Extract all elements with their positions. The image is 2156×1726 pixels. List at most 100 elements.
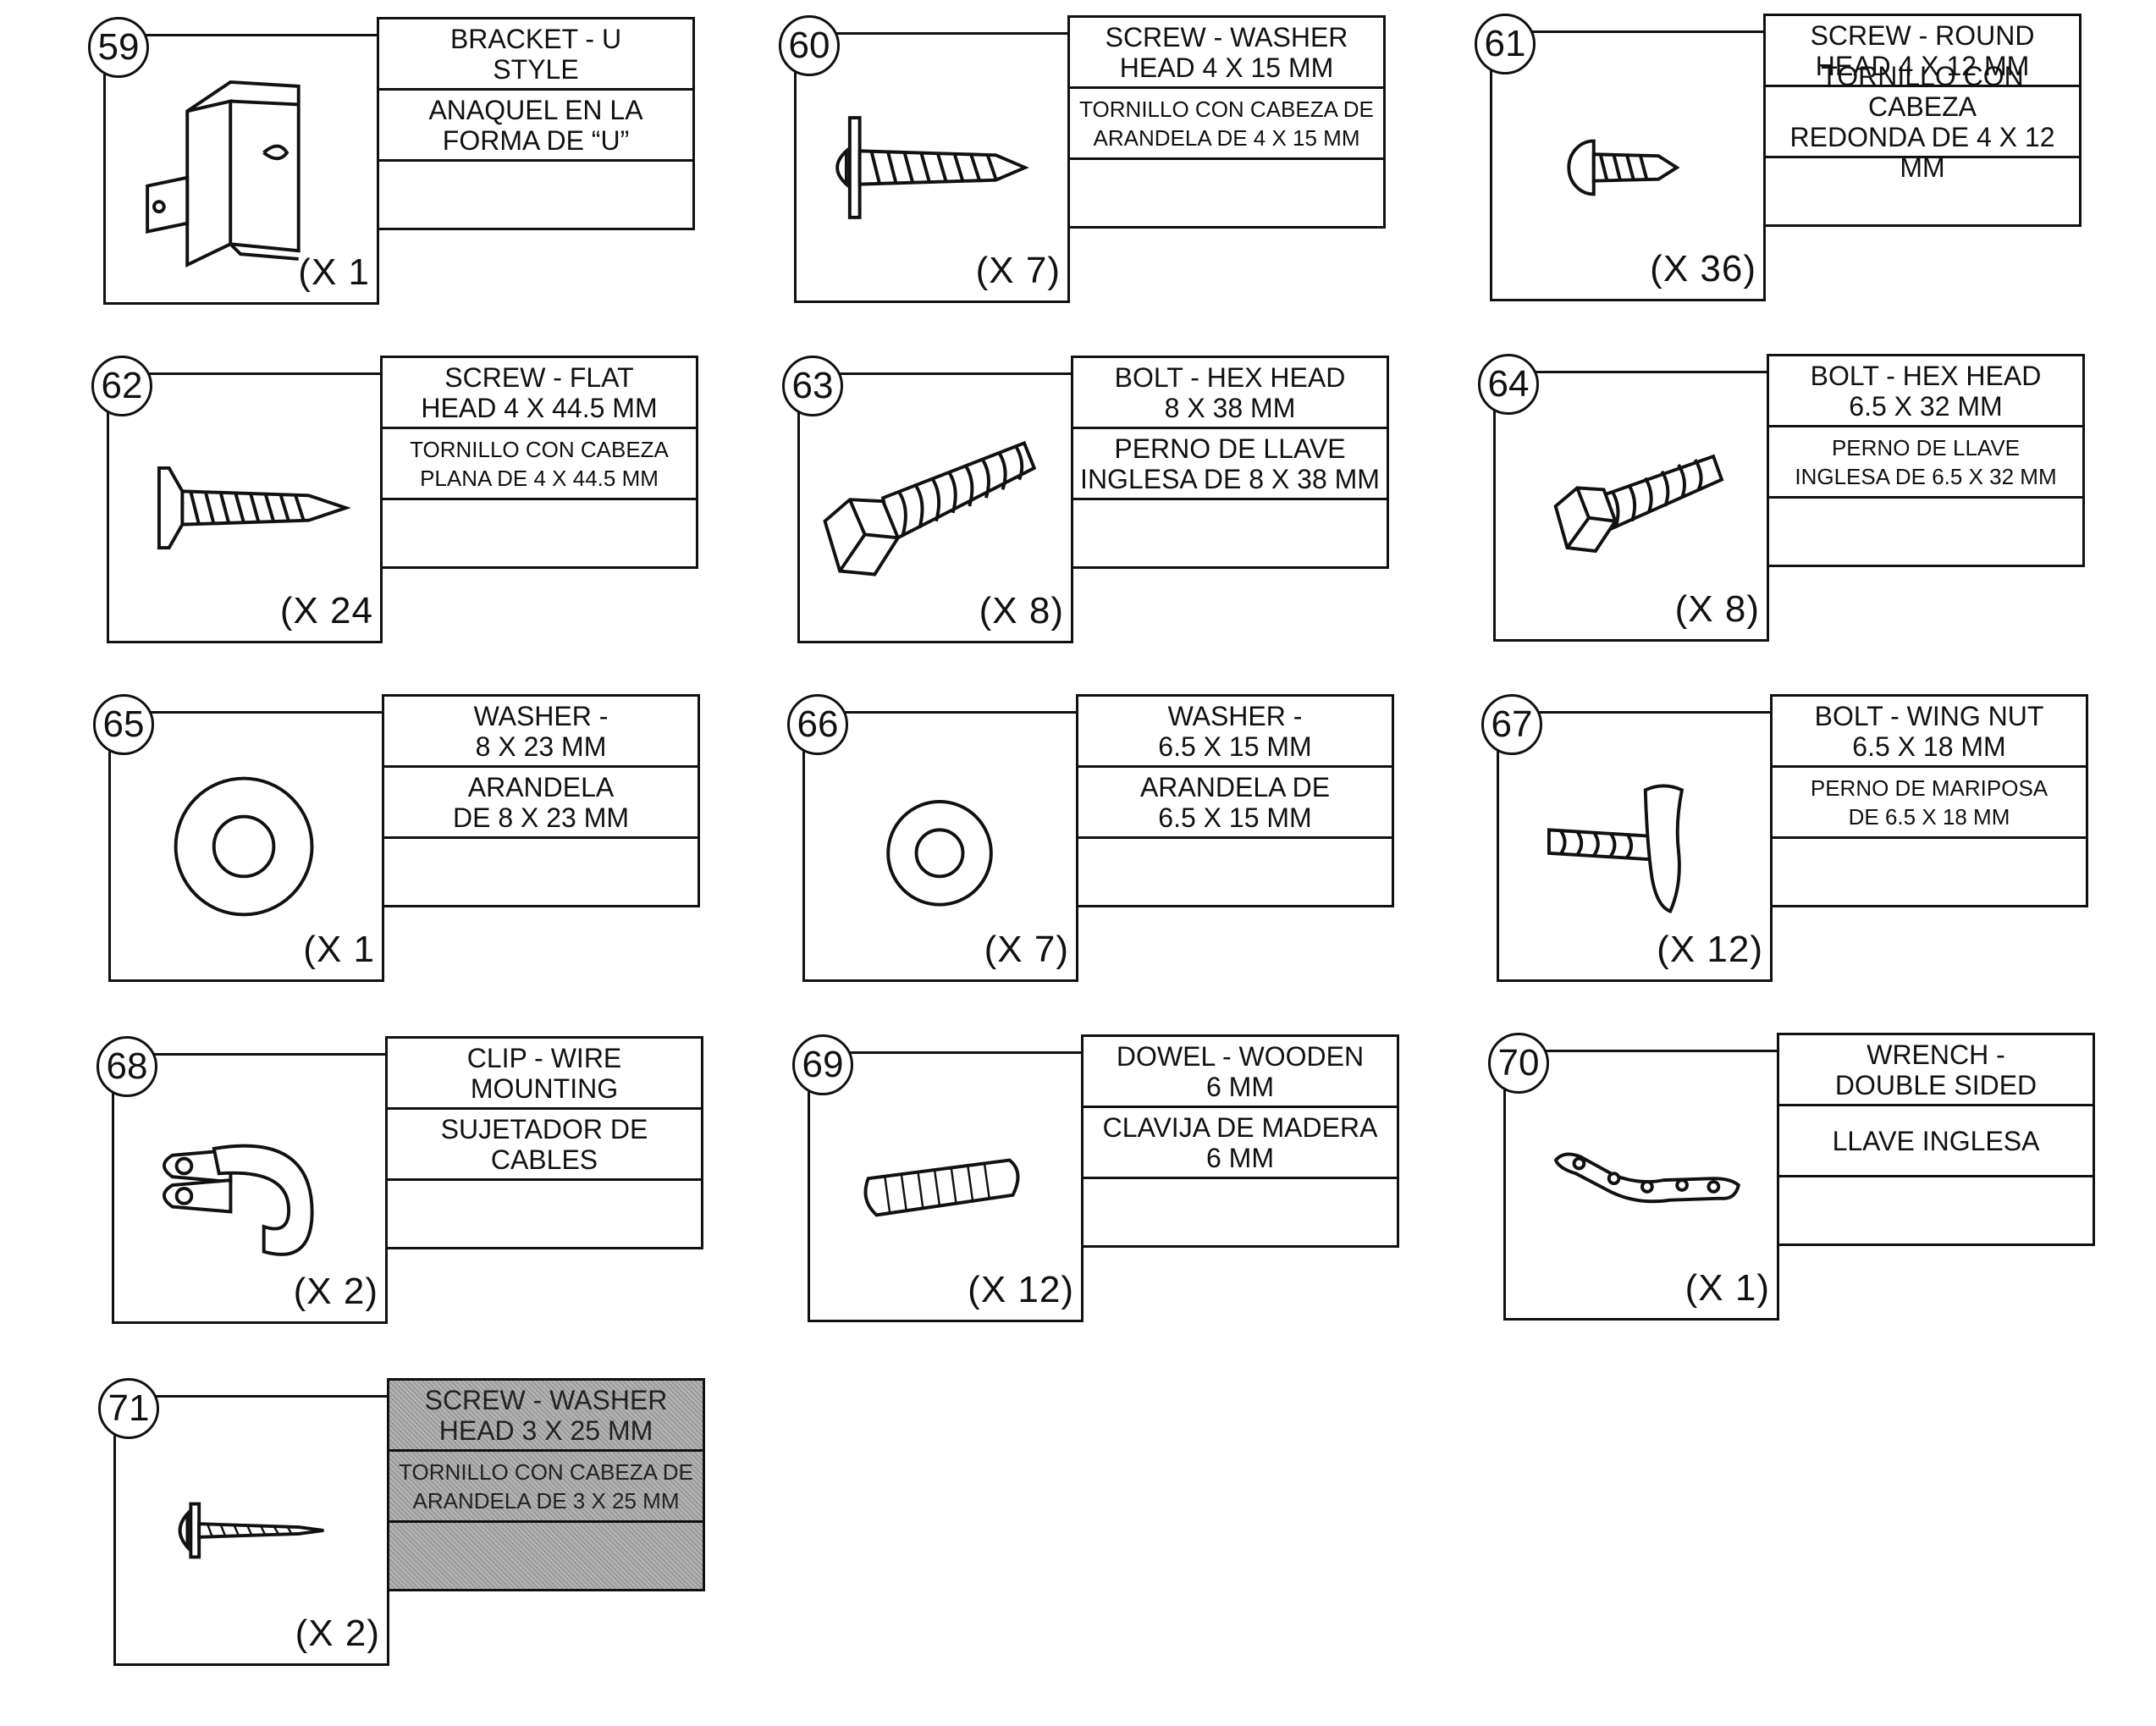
blank-cell	[379, 162, 692, 228]
wooden-dowel-icon	[863, 1158, 1020, 1217]
english-name: BOLT - HEX HEAD 6.5 X 32 MM	[1769, 356, 2082, 427]
blank-cell	[1084, 1179, 1397, 1245]
part-label-box: SCREW - FLAT HEAD 4 X 44.5 MM TORNILLO C…	[380, 356, 698, 569]
spanish-name: TORNILLO CON CABEZA DE ARANDELA DE 4 X 1…	[1070, 89, 1383, 160]
part-71: (X 2) 71 SCREW - WASHER HEAD 3 X 25 MM T…	[98, 1378, 713, 1668]
part-label-box: BOLT - HEX HEAD 8 X 38 MM PERNO DE LLAVE…	[1071, 356, 1389, 569]
part-image-box: (X 7)	[794, 32, 1070, 303]
spanish-name: TORNILLO CON CABEZA REDONDA DE 4 X 12 MM	[1766, 61, 2079, 183]
washer-head-screw-icon	[835, 116, 1029, 219]
part-number-badge: 69	[792, 1034, 853, 1095]
part-63: (X 8) 63 BOLT - HEX HEAD 8 X 38 MM PERNO…	[782, 356, 1397, 645]
part-label-box: SCREW - WASHER HEAD 3 X 25 MM TORNILLO C…	[387, 1378, 705, 1591]
spanish-name: ARANDELA DE 8 X 23 MM	[384, 768, 698, 839]
part-image-box: (X 12)	[1497, 711, 1773, 982]
part-number-badge: 61	[1475, 14, 1536, 74]
part-number-badge: 60	[779, 15, 840, 76]
spanish-name: SUJETADOR DE CABLES	[388, 1110, 701, 1181]
hex-bolt-icon	[823, 440, 1037, 576]
part-68: (X 2) 68 CLIP - WIRE MOUNTING SUJETADOR …	[96, 1036, 711, 1326]
english-name: BOLT - WING NUT 6.5 X 18 MM	[1773, 697, 2086, 768]
quantity-label: (X 1	[298, 251, 370, 293]
part-image-box: (X 7)	[802, 711, 1078, 982]
quantity-label: (X 12)	[1657, 929, 1763, 970]
blank-cell	[1073, 500, 1387, 566]
spanish-name: ANAQUEL EN LA FORMA DE “U”	[379, 91, 692, 162]
part-70: (X 1) 70 WRENCH - DOUBLE SIDED LLAVE ING…	[1488, 1033, 2103, 1322]
part-label-box: WASHER - 6.5 X 15 MM ARANDELA DE 6.5 X 1…	[1076, 694, 1394, 907]
wire-clip-icon	[163, 1144, 314, 1256]
part-64: (X 8) 64 BOLT - HEX HEAD 6.5 X 32 MM PER…	[1478, 354, 2093, 643]
english-name: CLIP - WIRE MOUNTING	[388, 1039, 701, 1110]
quantity-label: (X 8)	[979, 590, 1064, 631]
part-number-badge: 62	[91, 356, 152, 416]
english-name: DOWEL - WOODEN 6 MM	[1084, 1037, 1397, 1108]
u-bracket-icon	[146, 80, 301, 267]
blank-cell	[389, 1523, 703, 1589]
part-image-box: (X 8)	[1493, 371, 1769, 642]
hex-bolt-short-icon	[1553, 454, 1724, 554]
part-image-box: (X 24	[107, 372, 383, 643]
part-60: (X 7) 60 SCREW - WASHER HEAD 4 X 15 MM T…	[779, 15, 1393, 305]
part-label-box: SCREW - ROUND HEAD 4 X 12 MM TORNILLO CO…	[1763, 14, 2082, 227]
quantity-label: (X 7)	[975, 250, 1061, 291]
english-name: WRENCH - DOUBLE SIDED	[1779, 1035, 2093, 1106]
part-number-badge: 59	[88, 17, 149, 78]
blank-cell	[383, 500, 696, 566]
part-62: (X 24 62 SCREW - FLAT HEAD 4 X 44.5 MM T…	[91, 356, 706, 645]
quantity-label: (X 1	[303, 929, 375, 970]
part-label-box: BOLT - WING NUT 6.5 X 18 MM PERNO DE MAR…	[1770, 694, 2088, 907]
part-label-box: CLIP - WIRE MOUNTING SUJETADOR DE CABLES	[385, 1036, 703, 1249]
part-69: (X 12) 69 DOWEL - WOODEN 6 MM CLAVIJA DE…	[792, 1034, 1407, 1324]
spanish-name: TORNILLO CON CABEZA DE ARANDELA DE 3 X 2…	[389, 1452, 703, 1523]
quantity-label: (X 36)	[1650, 248, 1756, 290]
round-head-screw-icon	[1567, 139, 1680, 196]
english-name: SCREW - FLAT HEAD 4 X 44.5 MM	[383, 358, 696, 429]
flat-head-screw-icon	[157, 466, 351, 550]
part-label-box: SCREW - WASHER HEAD 4 X 15 MM TORNILLO C…	[1067, 15, 1386, 229]
part-image-box: (X 36)	[1490, 30, 1766, 301]
spanish-name: CLAVIJA DE MADERA 6 MM	[1084, 1108, 1397, 1179]
part-number-badge: 67	[1481, 694, 1542, 755]
part-image-box: (X 1)	[1503, 1050, 1779, 1321]
part-image-box: (X 12)	[808, 1051, 1084, 1322]
part-image-box: (X 1	[103, 34, 379, 305]
part-number-badge: 70	[1488, 1033, 1549, 1094]
spanish-name: TORNILLO CON CABEZA PLANA DE 4 X 44.5 MM	[383, 429, 696, 500]
blank-cell	[1078, 839, 1392, 905]
part-66: (X 7) 66 WASHER - 6.5 X 15 MM ARANDELA D…	[787, 694, 1402, 984]
spanish-name: ARANDELA DE 6.5 X 15 MM	[1078, 768, 1392, 839]
english-name: BRACKET - U STYLE	[379, 19, 692, 91]
part-67: (X 12) 67 BOLT - WING NUT 6.5 X 18 MM PE…	[1481, 694, 2096, 984]
part-number-badge: 64	[1478, 354, 1539, 415]
part-number-badge: 71	[98, 1378, 159, 1439]
part-number-badge: 65	[93, 694, 154, 755]
blank-cell	[1769, 499, 2082, 565]
part-label-box: DOWEL - WOODEN 6 MM CLAVIJA DE MADERA 6 …	[1081, 1034, 1399, 1248]
wing-bolt-icon	[1547, 784, 1685, 914]
quantity-label: (X 1)	[1685, 1267, 1770, 1309]
wrench-icon	[1553, 1152, 1740, 1204]
english-name: WASHER - 8 X 23 MM	[384, 697, 698, 768]
part-59: (X 1 59 BRACKET - U STYLE ANAQUEL EN LA …	[88, 17, 703, 306]
quantity-label: (X 7)	[984, 929, 1069, 970]
part-image-box: (X 2)	[112, 1053, 388, 1324]
part-label-box: BRACKET - U STYLE ANAQUEL EN LA FORMA DE…	[377, 17, 695, 230]
spanish-name: PERNO DE LLAVE INGLESA DE 8 X 38 MM	[1073, 429, 1387, 500]
spanish-name: PERNO DE LLAVE INGLESA DE 6.5 X 32 MM	[1769, 427, 2082, 499]
part-image-box: (X 8)	[797, 372, 1073, 643]
washer-head-screw-long-icon	[178, 1502, 324, 1559]
blank-cell	[388, 1181, 701, 1247]
spanish-name: LLAVE INGLESA	[1779, 1106, 2093, 1177]
english-name: BOLT - HEX HEAD 8 X 38 MM	[1073, 358, 1387, 429]
english-name: WASHER - 6.5 X 15 MM	[1078, 697, 1392, 768]
part-number-badge: 68	[96, 1036, 157, 1097]
english-name: SCREW - WASHER HEAD 4 X 15 MM	[1070, 18, 1383, 89]
spanish-name: PERNO DE MARIPOSA DE 6.5 X 18 MM	[1773, 768, 2086, 839]
washer-large-icon	[174, 776, 314, 917]
quantity-label: (X 24	[279, 590, 373, 631]
part-61: (X 36) 61 SCREW - ROUND HEAD 4 X 12 MM T…	[1475, 14, 2089, 303]
quantity-label: (X 2)	[295, 1613, 380, 1654]
quantity-label: (X 2)	[293, 1271, 378, 1312]
